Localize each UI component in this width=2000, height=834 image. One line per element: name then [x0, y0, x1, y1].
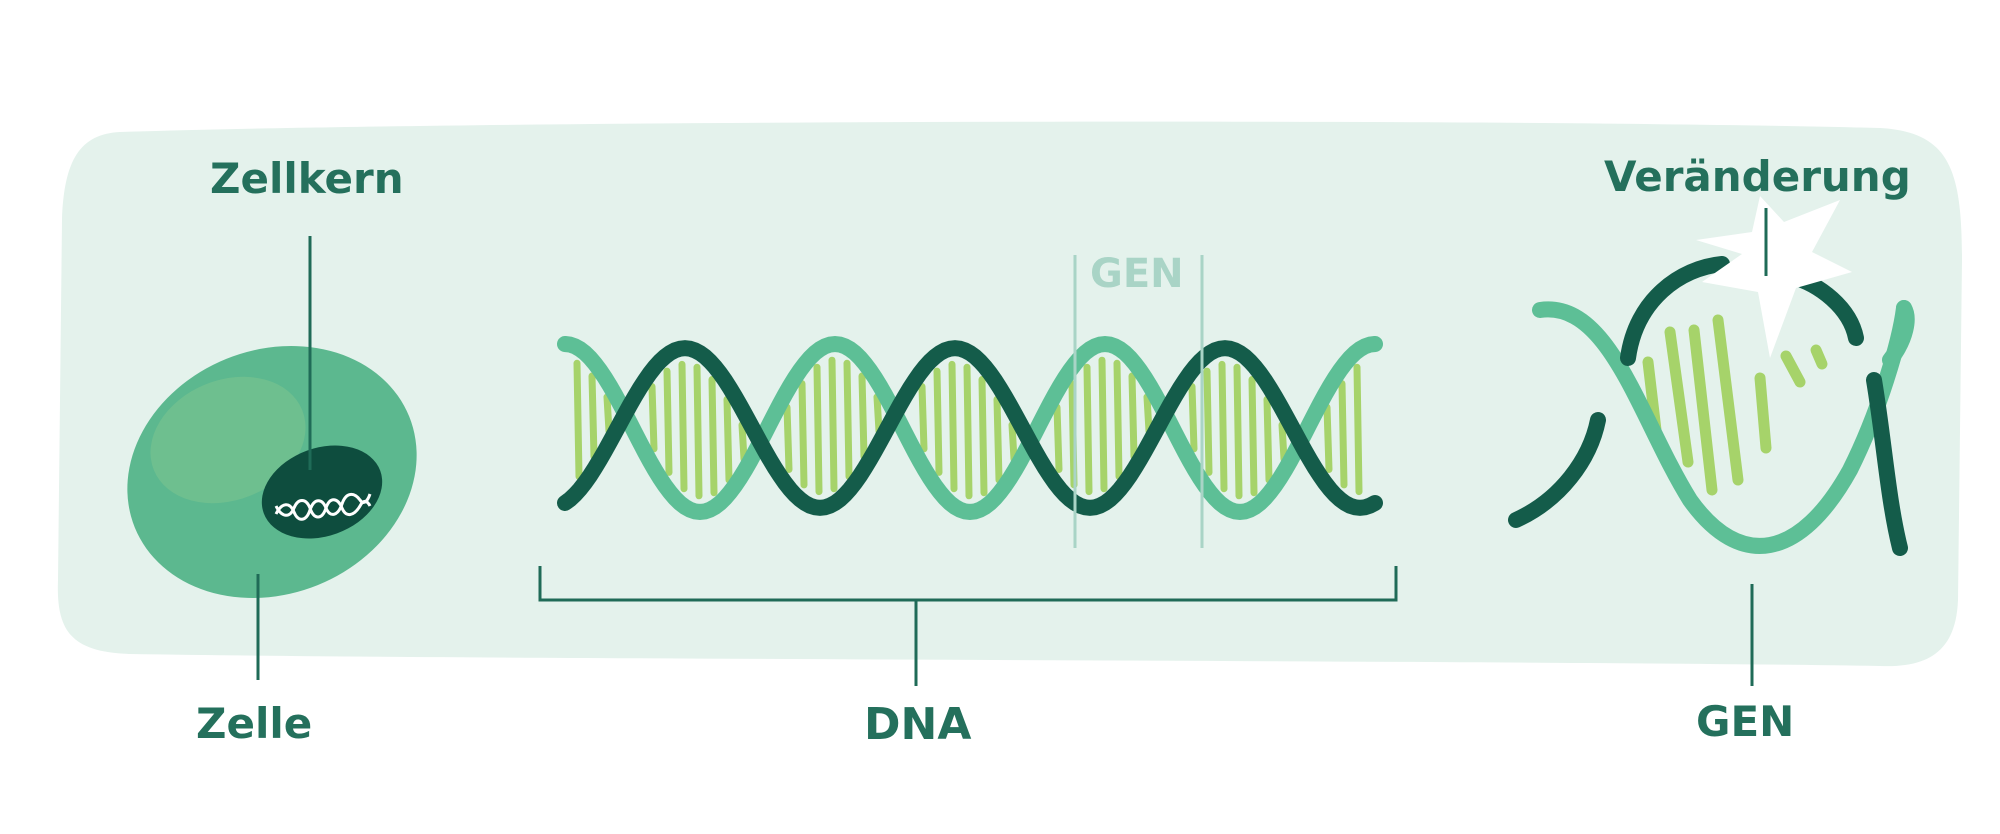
base-pair — [858, 372, 868, 461]
base-pair — [1143, 393, 1153, 435]
base-pair — [1008, 421, 1018, 463]
base-pair — [1098, 356, 1108, 493]
base-pair — [798, 380, 808, 489]
base-pair — [1203, 367, 1213, 476]
base-pair — [948, 360, 958, 493]
base-pair — [1233, 363, 1243, 500]
base-pair — [1353, 363, 1363, 496]
gene-strand-dark-left — [1508, 412, 1606, 528]
base-pair — [933, 367, 943, 476]
base-pair — [918, 383, 928, 453]
base-pair — [783, 403, 793, 473]
dna-strand-light — [557, 335, 1383, 521]
base-pair — [873, 393, 883, 435]
base-pair — [588, 372, 598, 461]
base-pair — [573, 359, 583, 480]
base-pair — [1278, 421, 1288, 463]
base-pair — [1323, 403, 1333, 473]
base-pair — [1083, 363, 1093, 496]
base-pair — [1188, 383, 1198, 453]
base-pair — [1248, 376, 1258, 497]
base-pair — [738, 421, 748, 463]
base-pair — [708, 376, 718, 497]
base-pair — [813, 363, 823, 496]
base-pair — [978, 376, 988, 497]
mutation-label: Veränderung — [1604, 152, 1911, 201]
gene-strand-dark-top — [1620, 256, 1730, 366]
base-pair — [1113, 359, 1123, 480]
gene-helix-icon — [1508, 256, 1915, 556]
gene-strand-dark-right — [1866, 372, 1908, 556]
dna-strand-dark — [557, 340, 1383, 516]
base-pair — [1338, 380, 1348, 489]
base-pair — [648, 383, 658, 453]
base-pair — [693, 363, 703, 500]
gene-label: GEN — [1696, 697, 1795, 746]
nucleus-label: Zellkern — [210, 154, 404, 203]
base-pair — [828, 356, 838, 493]
dna-bracket — [538, 566, 1398, 602]
base-pair — [603, 393, 613, 435]
base-pair — [1053, 403, 1063, 473]
gene-segment-label: GEN — [1090, 251, 1184, 297]
nucleus-icon — [261, 445, 383, 539]
cell-icon — [127, 346, 417, 598]
cell-label: Zelle — [196, 699, 313, 748]
star-burst-icon — [1696, 196, 1852, 358]
dna-label: DNA — [864, 699, 972, 750]
base-pair — [1128, 372, 1138, 461]
base-pair — [678, 360, 688, 493]
base-pair — [1263, 395, 1273, 484]
gene-base-pairs — [1642, 314, 1828, 496]
base-pair — [843, 359, 853, 480]
base-pair — [993, 395, 1003, 484]
base-pair — [1218, 360, 1228, 493]
base-pair — [963, 363, 973, 500]
gene-strand-light-right — [1882, 300, 1915, 368]
base-pair — [663, 367, 673, 476]
base-pair — [723, 395, 733, 484]
dna-base-pairs — [573, 356, 1363, 500]
